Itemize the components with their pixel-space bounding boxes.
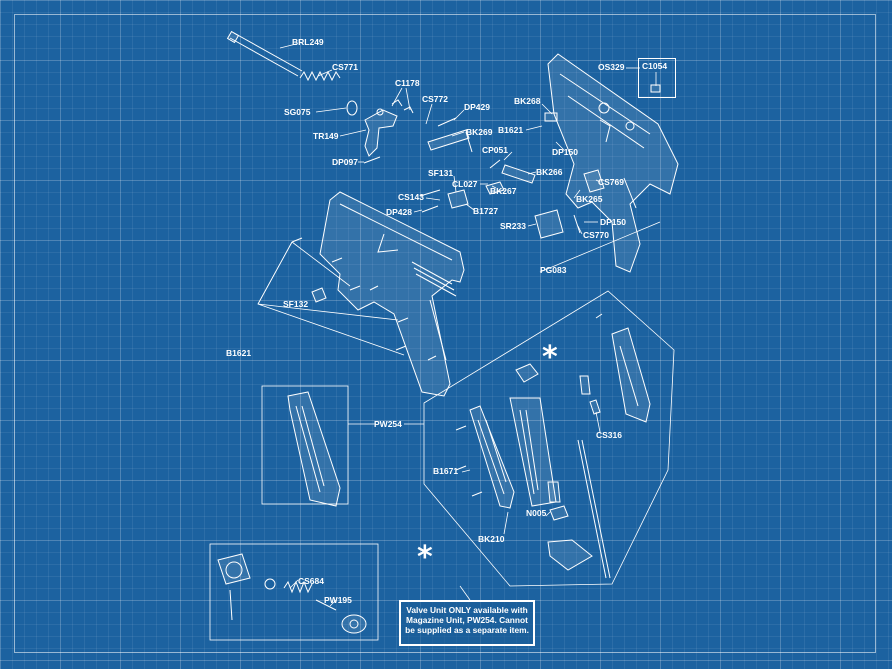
label-os329: OS329	[598, 62, 625, 72]
leader-line	[257, 221, 661, 305]
valve-note: Valve Unit ONLY available with Magazine …	[399, 600, 535, 646]
label-tr149: TR149	[313, 131, 339, 141]
label-dp097: DP097	[332, 157, 358, 167]
asterisk-marker: *	[542, 340, 558, 375]
label-bk265: BK265	[576, 194, 603, 204]
valve-box	[209, 543, 379, 641]
asterisk-marker: *	[417, 540, 433, 575]
label-bk269: BK269	[466, 127, 493, 137]
magazine-small-part	[455, 313, 603, 571]
frame-half-part	[547, 53, 679, 273]
label-pg083: PG083	[540, 265, 567, 275]
label-dp150-top: DP150	[552, 147, 578, 157]
label-sf131: SF131	[428, 168, 453, 178]
label-cs771: CS771	[332, 62, 358, 72]
label-dp429: DP429	[464, 102, 490, 112]
slide-stop-part	[485, 159, 536, 195]
pistol-body-part	[319, 191, 465, 397]
label-cs684: CS684	[298, 576, 324, 586]
screw-part	[291, 237, 437, 361]
label-bk267: BK267	[490, 186, 517, 196]
leader-lines	[279, 43, 657, 607]
label-b1621-bot: B1621	[226, 348, 251, 358]
small-part	[311, 287, 327, 303]
label-bk266: BK266	[536, 167, 563, 177]
label-c1054-box: C1054	[638, 58, 676, 98]
spring-part	[573, 214, 581, 234]
label-sr233: SR233	[500, 221, 526, 231]
label-b1671: B1671	[433, 466, 458, 476]
label-brl249: BRL249	[292, 37, 324, 47]
label-bk268: BK268	[514, 96, 541, 106]
sear-part	[534, 209, 564, 239]
label-cs143: CS143	[398, 192, 424, 202]
label-cs316: CS316	[596, 430, 622, 440]
label-sg075: SG075	[284, 107, 311, 117]
label-pw254: PW254	[374, 419, 402, 429]
ring-part	[346, 100, 358, 116]
barrel-part	[226, 30, 303, 77]
magazine-unit-part	[287, 391, 341, 507]
trigger-part	[364, 99, 414, 157]
clip-part	[650, 84, 661, 93]
pin-part	[437, 117, 457, 127]
label-bk210: BK210	[478, 534, 505, 544]
spring-part	[299, 70, 341, 82]
label-dp150-bot: DP150	[600, 217, 626, 227]
label-c1054: C1054	[642, 61, 668, 71]
label-cp051: CP051	[482, 145, 508, 155]
pin-part	[363, 156, 381, 164]
block-part	[583, 169, 605, 193]
label-cs770: CS770	[583, 230, 609, 240]
magazine-outline	[423, 290, 675, 587]
label-dp428: DP428	[386, 207, 412, 217]
valve-unit-part	[217, 553, 367, 634]
label-cs772: CS772	[422, 94, 448, 104]
label-c1178: C1178	[395, 78, 420, 88]
blueprint-border	[14, 14, 876, 653]
label-pw195: PW195	[324, 595, 352, 605]
magazine-part	[469, 327, 651, 579]
label-sf132: SF132	[283, 299, 308, 309]
bar-end-part	[465, 131, 473, 153]
label-cl027: CL027	[452, 179, 478, 189]
safety-part	[419, 189, 469, 213]
label-n005: N005	[526, 508, 547, 518]
label-b1621-top: B1621	[498, 125, 523, 135]
pw254-box	[261, 385, 349, 505]
label-b1727: B1727	[473, 206, 498, 216]
label-cs769: CS769	[598, 177, 624, 187]
bar-part	[427, 129, 470, 151]
